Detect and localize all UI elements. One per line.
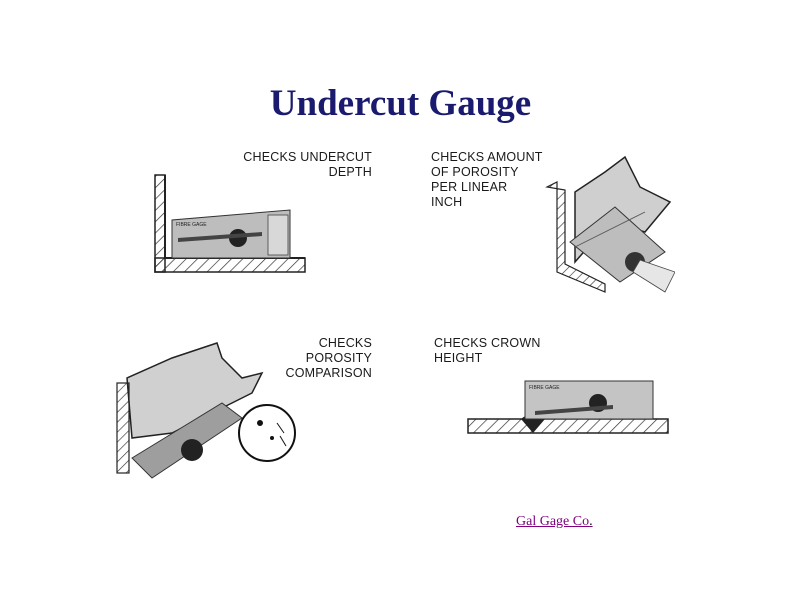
link-text[interactable]: Gal Gage Co (516, 514, 590, 529)
label-crown: CHECKS CROWN HEIGHT (434, 336, 541, 365)
label-undercut: CHECKS UNDERCUT DEPTH (243, 150, 372, 179)
gal-gage-link[interactable]: Gal Gage Co. (516, 514, 593, 530)
label-porosity-amount: CHECKS AMOUNT OF POROSITY PER LINEAR INC… (431, 150, 543, 209)
crown-height-illustration: FIBRE GAGE (467, 380, 669, 434)
link-period: . (589, 514, 593, 529)
gauge-text: FIBRE GAGE (176, 222, 207, 228)
page-title: Undercut Gauge (269, 83, 532, 124)
porosity-comparison-illustration (116, 342, 296, 479)
label-porosity-comparison: CHECKS POROSITY COMPARISON (285, 336, 372, 380)
undercut-depth-illustration: FIBRE GAGE (154, 174, 306, 273)
porosity-amount-illustration (545, 155, 675, 293)
gauge-text: FIBRE GAGE (529, 385, 560, 391)
